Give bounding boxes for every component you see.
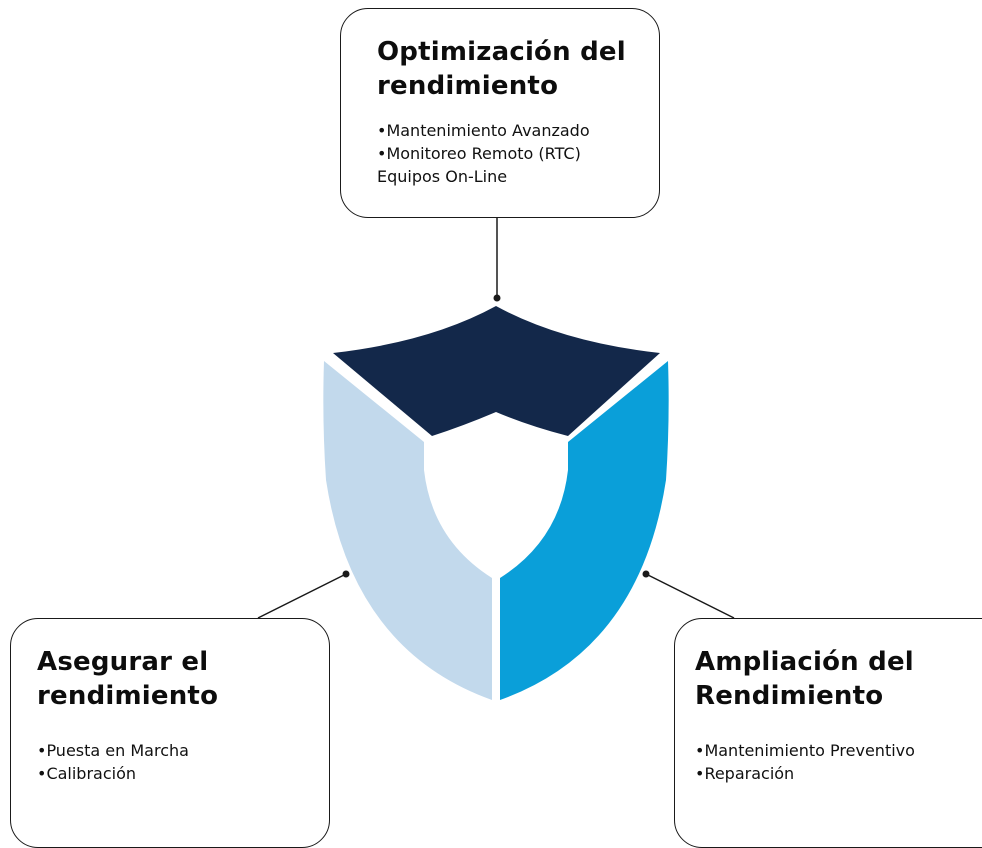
connector-dot-right (642, 570, 650, 578)
list-item: •Puesta en Marcha (37, 741, 189, 760)
shield-diagram (257, 218, 735, 700)
card-list: •Mantenimiento Avanzado •Monitoreo Remot… (377, 119, 659, 188)
card-asegurar: Asegurar el rendimiento •Puesta en March… (10, 618, 330, 848)
list-item: •Calibración (37, 764, 137, 783)
list-item: Equipos On-Line (377, 167, 508, 186)
list-item: •Reparación (695, 764, 795, 783)
card-ampliacion: Ampliación del Rendimiento •Mantenimient… (674, 618, 982, 848)
card-title: Asegurar el rendimiento (37, 647, 219, 711)
shield-left-segment (323, 361, 492, 700)
list-item: •Mantenimiento Avanzado (377, 121, 590, 140)
shield-right-segment (500, 361, 669, 700)
connector-dot-top (493, 294, 501, 302)
card-list: •Puesta en Marcha •Calibración (37, 739, 329, 785)
card-optimizacion: Optimización del rendimiento •Mantenimie… (340, 8, 660, 218)
list-item: •Monitoreo Remoto (RTC) (377, 144, 581, 163)
list-item: •Mantenimiento Preventivo (695, 741, 915, 760)
connector-left (257, 573, 347, 619)
connector-dot-left (342, 570, 350, 578)
card-title: Ampliación del Rendimiento (695, 647, 914, 711)
connector-right (645, 573, 735, 619)
shield-top-segment (333, 306, 660, 436)
card-list: •Mantenimiento Preventivo •Reparación (695, 739, 982, 785)
card-title: Optimización del rendimiento (377, 37, 626, 101)
